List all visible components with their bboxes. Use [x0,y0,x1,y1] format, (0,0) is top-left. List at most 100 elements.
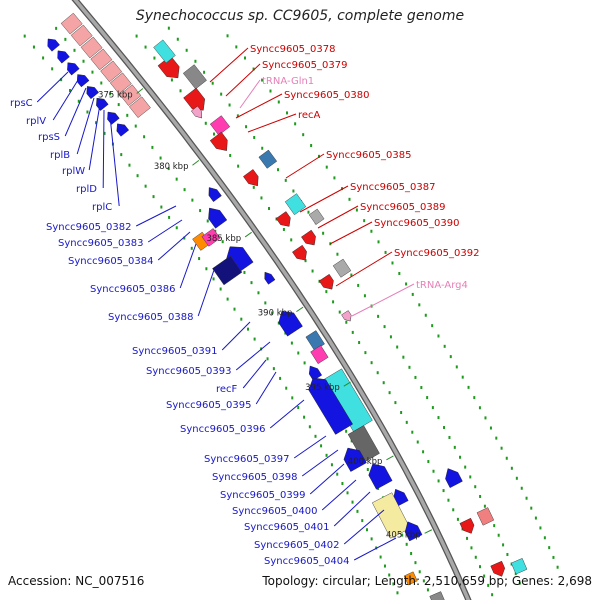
tick-dot [95,121,98,125]
tick-dot [459,455,462,459]
tick-dot [483,574,486,578]
ruler-tick [386,455,394,461]
tick-dot [261,146,264,150]
tick-dot [167,167,170,171]
reverse-cds [76,74,90,88]
tick-dot [370,361,373,365]
reverse-leader-line [235,341,271,371]
forward-gene-label: Syncc9605_0379 [262,60,348,71]
reverse-cds-body [47,38,60,52]
reverse-cds [47,38,60,52]
tick-dot [384,250,387,254]
reverse-feature-body [278,310,303,337]
forward-leader-line [209,47,249,83]
tick-dot [350,273,353,277]
reverse-cds-body [107,111,120,125]
forward-feature-body [258,149,278,169]
tick-dot [253,337,256,341]
rrna-block [60,12,83,35]
reverse-feature-body [404,521,423,542]
tick-dot [290,341,293,345]
tick-dot [388,391,391,395]
forward-leader-line [317,205,359,229]
tick-dot [55,26,58,30]
tick-dot [247,327,250,331]
reverse-gene-label: rpsS [38,132,60,143]
reverse-gene-label: Syncc9605_0399 [220,490,306,501]
tick-dot [358,341,361,345]
forward-gene-label: Syncc9605_0380 [284,90,370,101]
tick-dot [236,114,239,118]
tick-dot [170,78,173,82]
tick-dot [126,113,129,117]
reverse-feature-body [372,492,411,539]
tick-dot [100,81,103,85]
tick-dot [396,345,399,349]
tick-dot [424,313,427,317]
rrna-block-body [119,84,142,106]
forward-feature-body [284,193,307,216]
forward-leader-line [335,251,393,287]
reverse-gene-label: Syncc9605_0398 [212,472,298,483]
reverse-leader-line [36,71,69,103]
tick-dot [303,361,306,365]
tick-dot [205,267,208,271]
tick-dot [497,533,500,537]
reverse-gene-label: Syncc9605_0404 [264,556,350,567]
tick-dot [461,375,464,379]
tick-dot [264,301,267,305]
rrna-block [119,84,142,106]
reverse-feature-body [208,187,222,202]
tick-dot [32,45,35,49]
outer-feature [490,560,505,577]
reverse-leader-line [179,243,197,289]
tick-dot [410,552,413,556]
tick-dot [243,270,246,274]
ruler-tick [136,88,144,94]
reverse-leader-line [52,79,79,121]
tick-dot [449,355,452,359]
tick-dot [447,498,450,502]
reverse-gene-label: Syncc9605_0386 [90,284,176,295]
tick-dot [143,135,146,139]
forward-leader-line [235,93,283,119]
tick-dot [290,238,293,242]
rrna-block-body [60,12,83,35]
tick-dot [175,177,178,181]
reverse-feature [208,207,228,229]
tick-dot [304,259,307,263]
tick-dot [525,496,528,500]
outer-feature-body [459,517,475,534]
tick-dot [408,365,411,369]
reverse-feature [212,255,243,286]
reverse-feature-body [347,425,380,463]
tick-dot [194,59,197,63]
forward-feature-body [157,55,180,79]
forward-leader-line [285,153,325,179]
reverse-gene-label: Syncc9605_0395 [166,400,252,411]
tick-dot [252,185,255,189]
tick-dot [402,355,405,359]
rrna-block [129,96,151,118]
reverse-gene-label: Syncc9605_0384 [68,256,154,267]
reverse-leader-line [293,435,327,459]
backbone-inner [73,0,472,604]
forward-gene-label: Syncc9605_0389 [360,202,446,213]
reverse-feature-body [368,463,393,490]
tick-dot [489,426,492,430]
tick-dot [431,324,434,328]
reverse-gene-label: Syncc9605_0383 [58,238,144,249]
forward-gene-label: Syncc9605_0378 [250,44,336,55]
forward-leader-line [351,283,415,317]
forward-gene-label: recA [298,110,321,121]
tick-dot [333,176,336,180]
tick-dot [443,344,446,348]
tick-dot [448,435,451,439]
tick-dot-row [226,34,559,569]
ruler-label: 380 kbp [154,162,189,172]
forward-feature-body [182,64,207,90]
reverse-feature [429,591,449,604]
